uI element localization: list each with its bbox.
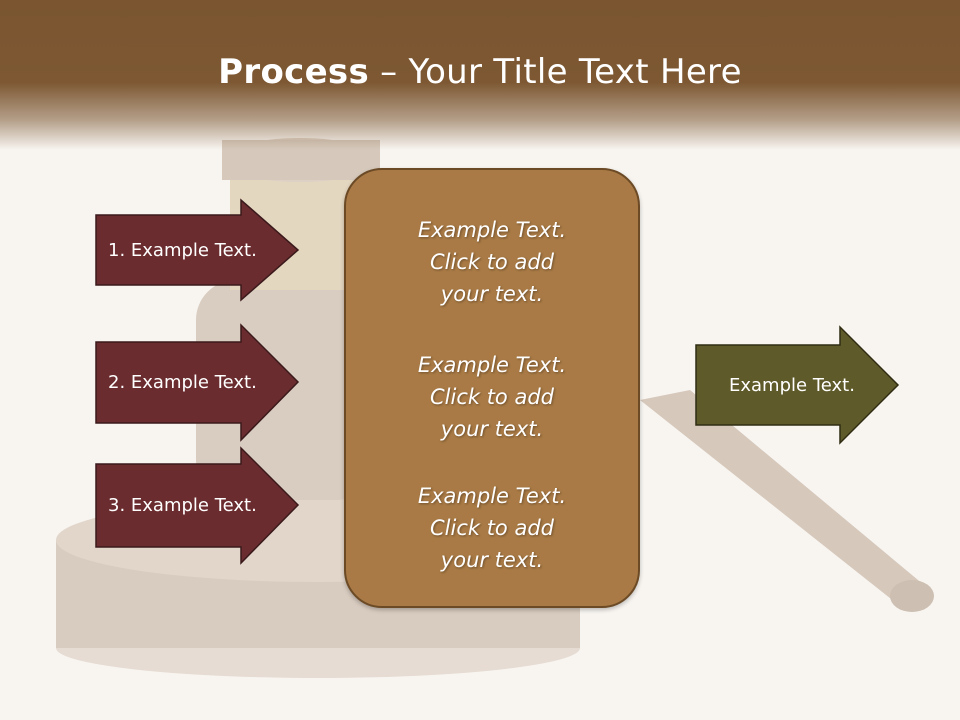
step-label: 1. Example Text. [108,239,257,261]
block-line: Click to add [429,385,554,409]
header-band [0,0,960,150]
step-label: 3. Example Text. [108,495,257,516]
arrow-shape [695,325,900,445]
center-text-box[interactable]: Example Text. Click to add your text. Ex… [344,168,640,608]
arrow-shape [95,446,300,565]
step-arrow-1[interactable]: 1. Example Text. [95,198,300,302]
block-line: Example Text. [417,353,567,377]
title-bold: Process [218,52,370,92]
step-arrow-3[interactable]: 3. Example Text. [95,446,300,565]
slide-title[interactable]: Process – Your Title Text Here [0,52,960,92]
block-line: Example Text. [417,218,567,242]
result-arrow[interactable]: Example Text. [695,325,900,445]
arrow-shape [95,198,300,302]
step-arrow-2[interactable]: 2. Example Text. [95,323,300,442]
block-line: your text. [440,417,544,441]
block-line: Click to add [429,516,554,540]
step-label: 2. Example Text. [108,372,257,393]
block-line: your text. [440,282,544,306]
arrow-shape [95,323,300,442]
center-text-block-1: Example Text. Click to add your text. [346,214,638,310]
result-label: Example Text. [729,374,855,396]
title-rest: – Your Title Text Here [369,52,742,92]
block-line: Click to add [429,250,554,274]
block-line: your text. [440,548,544,572]
center-text-block-2: Example Text. Click to add your text. [346,349,638,445]
center-text-block-3: Example Text. Click to add your text. [346,480,638,576]
block-line: Example Text. [417,484,567,508]
